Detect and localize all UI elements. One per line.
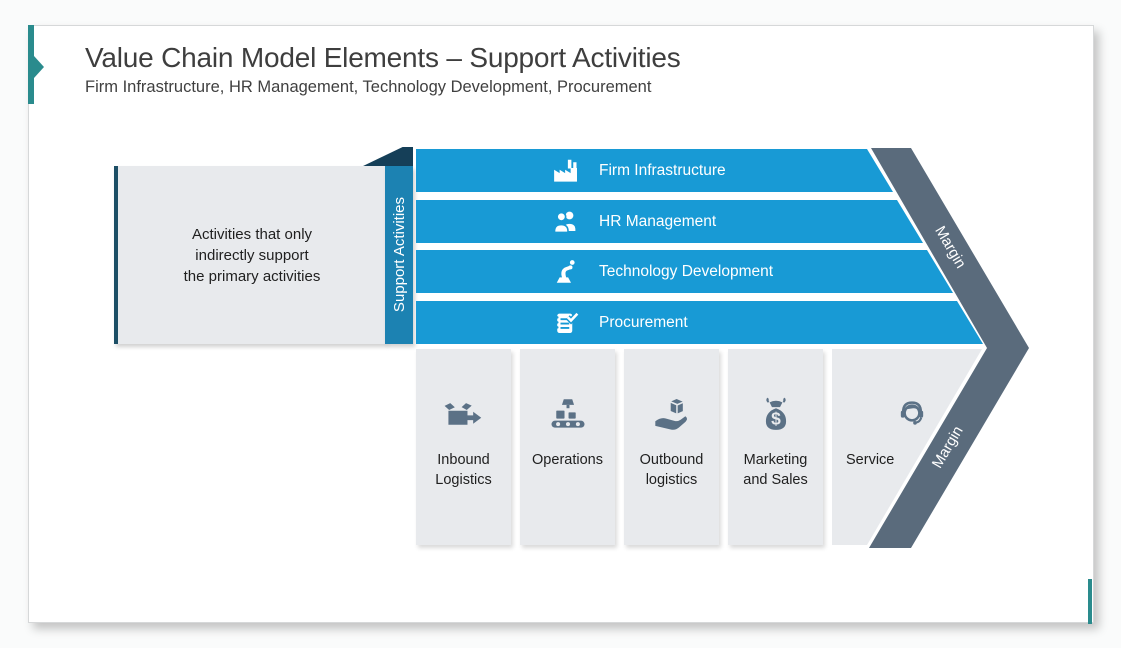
primary-column-label: Marketing and Sales xyxy=(743,452,808,488)
primary-column-label: Operations xyxy=(532,452,603,468)
support-row-label: HR Management xyxy=(599,212,717,230)
open-box-arrow-icon xyxy=(416,389,511,441)
primary-column-outbound-logistics: Outbound logistics xyxy=(624,349,719,545)
conveyor-icon xyxy=(520,389,615,441)
page-subtitle: Firm Infrastructure, HR Management, Tech… xyxy=(85,78,652,96)
support-row-label: Procurement xyxy=(599,313,688,331)
teal-accent-bar xyxy=(28,25,34,104)
support-activities-label: Support Activities xyxy=(390,197,408,313)
page-title: Value Chain Model Elements – Support Act… xyxy=(85,42,681,73)
folded-corner-shape xyxy=(363,147,413,166)
robot-arm-icon xyxy=(546,250,586,293)
primary-column-label: Service xyxy=(846,452,895,468)
people-icon xyxy=(546,200,586,243)
primary-column-operations: Operations xyxy=(520,349,615,545)
support-row-technology-development: Technology Development xyxy=(416,250,953,293)
support-row-hr-management: HR Management xyxy=(416,200,923,243)
checklist-icon xyxy=(546,301,586,344)
support-activities-axis: Support Activities xyxy=(385,166,413,344)
primary-column-label: Inbound Logistics xyxy=(435,452,492,488)
support-row-label: Technology Development xyxy=(599,262,774,280)
money-bag-icon: $ xyxy=(728,389,823,441)
svg-text:$: $ xyxy=(771,408,781,428)
primary-column-inbound-logistics: Inbound Logistics xyxy=(416,349,511,545)
primary-column-label: Outbound logistics xyxy=(639,452,704,488)
support-row-procurement: Procurement xyxy=(416,301,983,344)
factory-icon xyxy=(546,149,586,192)
support-row-label: Firm Infrastructure xyxy=(599,161,726,179)
primary-column-marketing-and-sales: $ Marketing and Sales xyxy=(728,349,823,545)
slide-canvas: Value Chain Model Elements – Support Act… xyxy=(28,25,1094,624)
hand-box-icon xyxy=(624,389,719,441)
teal-accent-arrow-icon xyxy=(34,56,44,78)
teal-accent-bottom-right xyxy=(1088,579,1092,624)
side-note-text: Activities that only indirectly support … xyxy=(183,225,321,285)
headset-icon xyxy=(832,389,982,441)
side-note-box: Activities that only indirectly support … xyxy=(114,166,386,344)
support-row-firm-infrastructure: Firm Infrastructure xyxy=(416,149,893,192)
